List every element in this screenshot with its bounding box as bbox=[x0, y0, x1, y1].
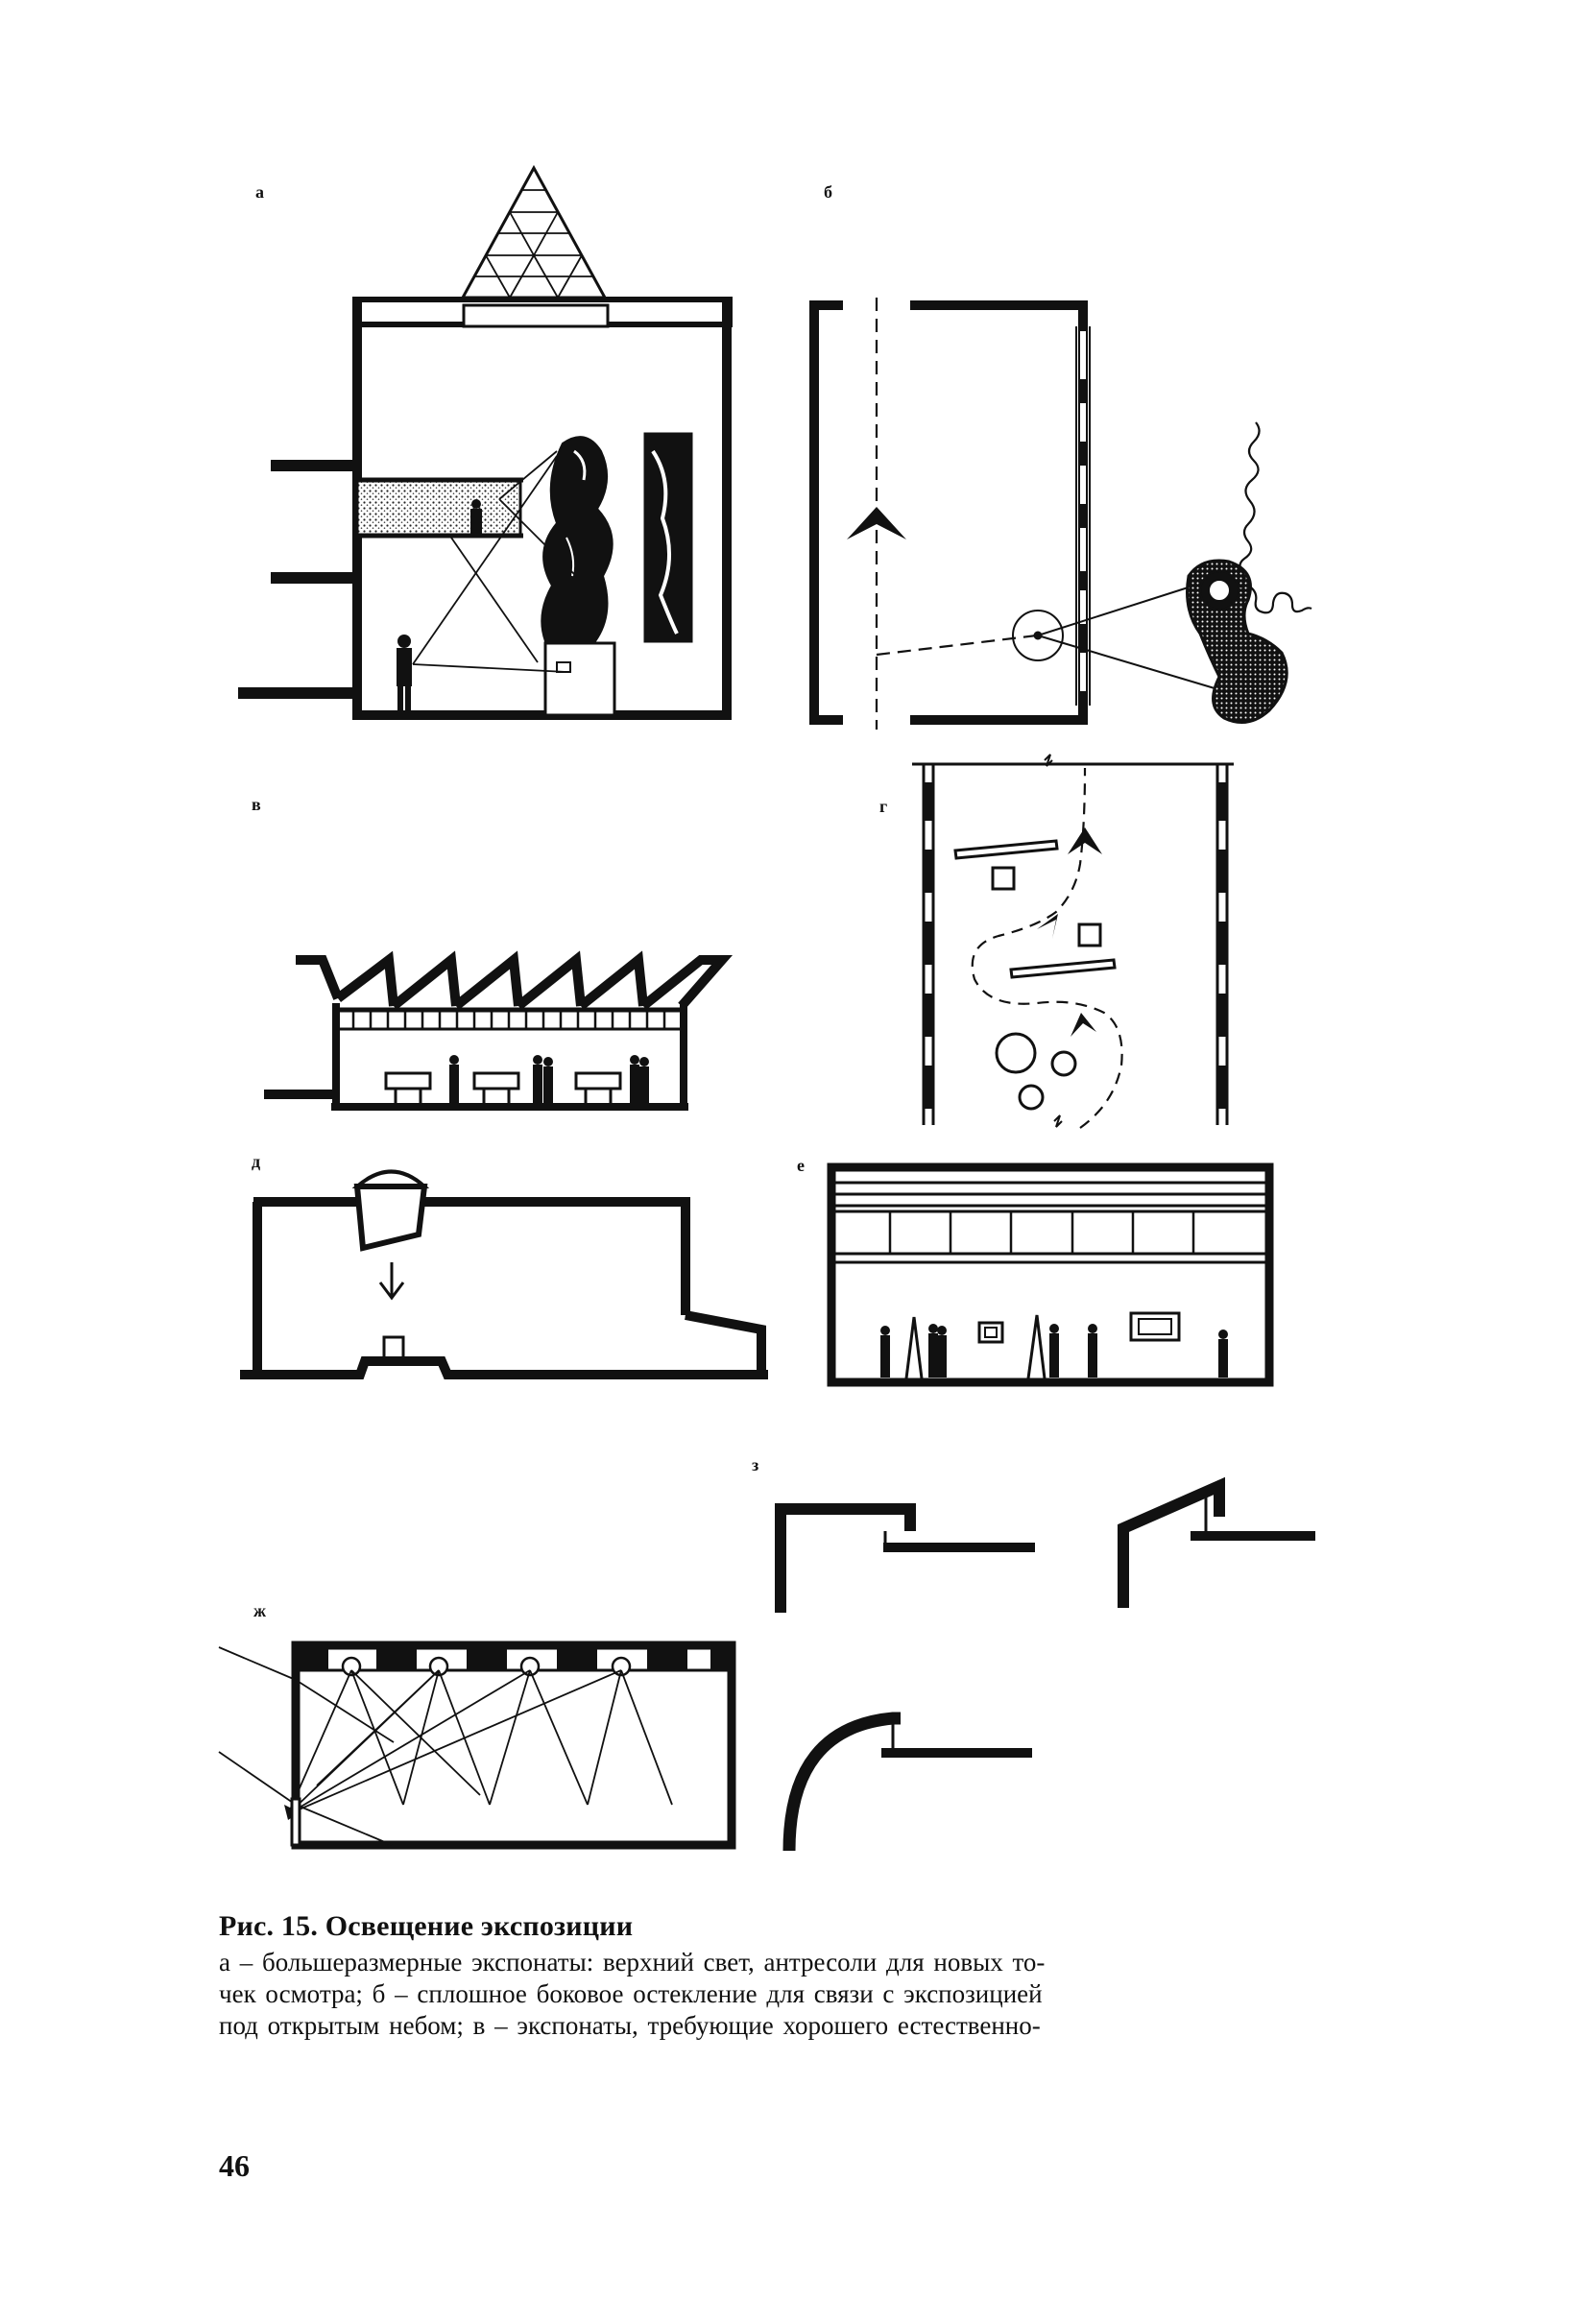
panel-label-a: а bbox=[255, 182, 264, 202]
panel-label-zh: ж bbox=[253, 1601, 267, 1620]
panel-z-drawing bbox=[775, 1476, 1315, 1852]
panel-e-drawing bbox=[827, 1162, 1274, 1387]
page-number: 46 bbox=[219, 2148, 250, 2183]
caption-line-3: под открытым небом; в – экспонаты, требу… bbox=[219, 2011, 1041, 2040]
caption-line-2: чек осмотра; б – сплошное боковое остекл… bbox=[219, 1979, 1043, 2008]
caption-title: Рис. 15. Освещение экспозиции bbox=[219, 1910, 634, 1942]
panel-label-g: г bbox=[879, 797, 888, 816]
panel-label-d: д bbox=[252, 1152, 261, 1171]
panel-b-drawing bbox=[809, 298, 1312, 730]
panel-v-drawing bbox=[264, 950, 734, 1111]
panel-label-z: з bbox=[752, 1455, 759, 1474]
panel-a-drawing bbox=[238, 164, 733, 720]
panel-g-drawing bbox=[912, 754, 1234, 1129]
panel-label-e: е bbox=[797, 1156, 805, 1175]
panel-d-drawing bbox=[240, 1169, 768, 1379]
caption-line-1: а – большеразмерные экспонаты: верхний с… bbox=[219, 1948, 1046, 1977]
panel-label-b: б bbox=[824, 182, 832, 202]
panel-label-v: в bbox=[252, 795, 261, 814]
panel-zh-drawing bbox=[218, 1641, 736, 1850]
figure-caption: Рис. 15. Освещение экспозиции а – больше… bbox=[219, 1910, 1352, 2042]
